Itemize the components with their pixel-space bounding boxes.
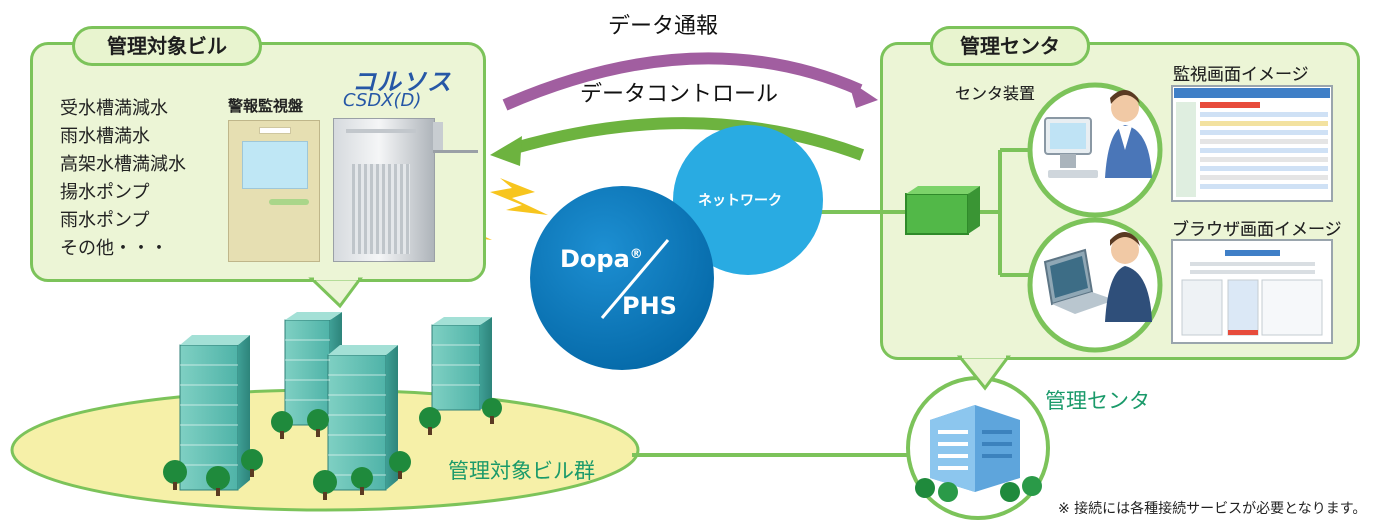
dopa-text: Dopa — [560, 245, 630, 273]
monitor-item-1: 受水槽満減水 — [60, 98, 168, 119]
data-report-label: データ通報 — [608, 14, 719, 39]
monitor-screen-caption-front: 監視画面イメージ — [1173, 65, 1309, 85]
data-control-arrow — [513, 117, 865, 161]
center-device-label: センタ装置 — [955, 84, 1036, 103]
brand-model: CSDX(D) — [343, 90, 422, 111]
registered-mark: ® — [629, 247, 643, 262]
dopa-label: Dopa® — [560, 245, 643, 273]
alarm-panel-label: 警報監視盤 — [228, 97, 304, 115]
monitor-item-5: 雨水ポンプ — [60, 210, 150, 231]
csdx-device — [333, 118, 435, 262]
monitor-item-2: 雨水槽満水 — [60, 126, 150, 147]
csdx-vent-line — [346, 129, 416, 133]
csdx-bracket — [433, 122, 443, 152]
managed-building-title: 管理対象ビル — [72, 26, 262, 66]
alarm-panel-handle — [269, 199, 309, 205]
browser-screen-caption: ブラウザ画面イメージ — [1172, 220, 1342, 240]
center-device-label-front: センタ装置 — [955, 84, 1036, 103]
monitor-item-6: その他・・・ — [60, 238, 168, 259]
monitor-item-3: 高架水槽満減水 — [60, 154, 186, 175]
data-report-arrow — [502, 52, 863, 111]
network-circle — [673, 125, 823, 275]
network-label: ネットワーク — [698, 193, 782, 209]
monitor-screen-caption: 監視画面イメージ — [1173, 65, 1309, 85]
management-center-panel — [880, 42, 1360, 360]
csdx-grille — [352, 164, 410, 254]
data-control-arrowhead — [490, 136, 522, 166]
center-building-icon — [915, 405, 1042, 502]
alarm-panel-window — [242, 141, 308, 189]
management-center-title-front: 管理センタ — [930, 26, 1090, 66]
data-report-arrowhead — [848, 80, 878, 108]
dopa-phs-divider — [600, 239, 670, 319]
dopa-phs-circle — [530, 186, 714, 370]
csdx-antenna — [433, 150, 478, 153]
brand-logo: コルソス — [352, 68, 452, 96]
data-control-label: データコントロール — [580, 82, 779, 107]
center-building-label: 管理センタ — [1045, 389, 1150, 413]
alarm-panel-indicator — [259, 127, 291, 134]
phs-label: PHS — [622, 292, 677, 320]
building-group-illustration — [163, 312, 502, 500]
monitor-item-4: 揚水ポンプ — [60, 182, 150, 203]
building-group-label: 管理対象ビル群 — [448, 459, 595, 483]
signal-bolt-icon — [490, 178, 548, 215]
alarm-panel-device — [228, 120, 320, 262]
footnote: ※ 接続には各種接続サービスが必要となります。 — [1058, 501, 1367, 517]
browser-screen-caption-front: ブラウザ画面イメージ — [1172, 220, 1342, 240]
